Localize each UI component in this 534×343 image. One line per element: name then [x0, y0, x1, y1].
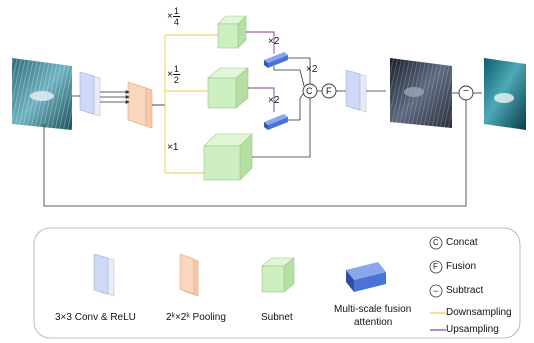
legend-subnet-icon	[261, 257, 295, 293]
enhanced-output-image	[484, 58, 526, 130]
legend-downsampling-label: Downsampling	[446, 307, 512, 318]
legend-subtract-icon	[429, 284, 443, 298]
legend-subtract-letter: −	[433, 286, 439, 296]
concat-op-letter: C	[306, 86, 313, 96]
conv-relu-block-1	[79, 71, 101, 117]
conv-to-pool-arrows	[100, 90, 130, 104]
scale-label-full: ×1	[167, 142, 179, 153]
legend-fusion-label: Fusion	[446, 261, 477, 272]
legend-attention-label-1: Multi-scale fusion	[334, 304, 412, 315]
attention-to-concat-lines	[252, 57, 311, 158]
underwater-input-image	[12, 58, 72, 130]
legend-conv-label: 3×3 Conv & ReLU	[55, 312, 136, 323]
subnet-cube-quarter	[217, 15, 247, 49]
legend-fusion-letter: F	[433, 262, 438, 271]
legend-attention-icon	[346, 262, 386, 292]
subtract-op-letter: −	[463, 86, 469, 97]
upsample-label-2: ×2	[306, 64, 318, 75]
intermediate-feature-image	[390, 58, 452, 128]
legend-subtract-label: Subtract	[446, 285, 484, 296]
conv-relu-block-2	[345, 69, 367, 113]
legend-fusion-icon	[429, 260, 443, 274]
upsample-label-1: ×2	[268, 36, 280, 47]
skip-connection-line	[43, 100, 467, 207]
legend-concat-icon	[429, 236, 443, 250]
legend-conv-icon	[93, 253, 115, 297]
fusion-op-letter: F	[326, 86, 332, 96]
pool-branch-lines	[152, 34, 218, 174]
legend-attention-label-2: attention	[354, 317, 393, 328]
legend-upsampling-label: Upsampling	[446, 324, 499, 335]
legend-concat-label: Concat	[446, 237, 478, 248]
legend-pooling-label: 2ᵏ×2ᵏ Pooling	[166, 312, 226, 323]
legend-pooling-icon	[179, 253, 199, 297]
legend-subnet-label: Subnet	[261, 312, 293, 323]
attention-block-2	[264, 114, 288, 130]
upsampling-lines	[246, 31, 275, 108]
legend-concat-letter: C	[433, 238, 439, 247]
attention-block-1	[264, 52, 288, 68]
legend-box	[33, 227, 521, 339]
pooling-block	[127, 81, 153, 129]
subnet-cube-full	[203, 133, 253, 181]
subnet-cube-half	[207, 67, 249, 109]
upsample-label-3: ×2	[268, 95, 280, 106]
